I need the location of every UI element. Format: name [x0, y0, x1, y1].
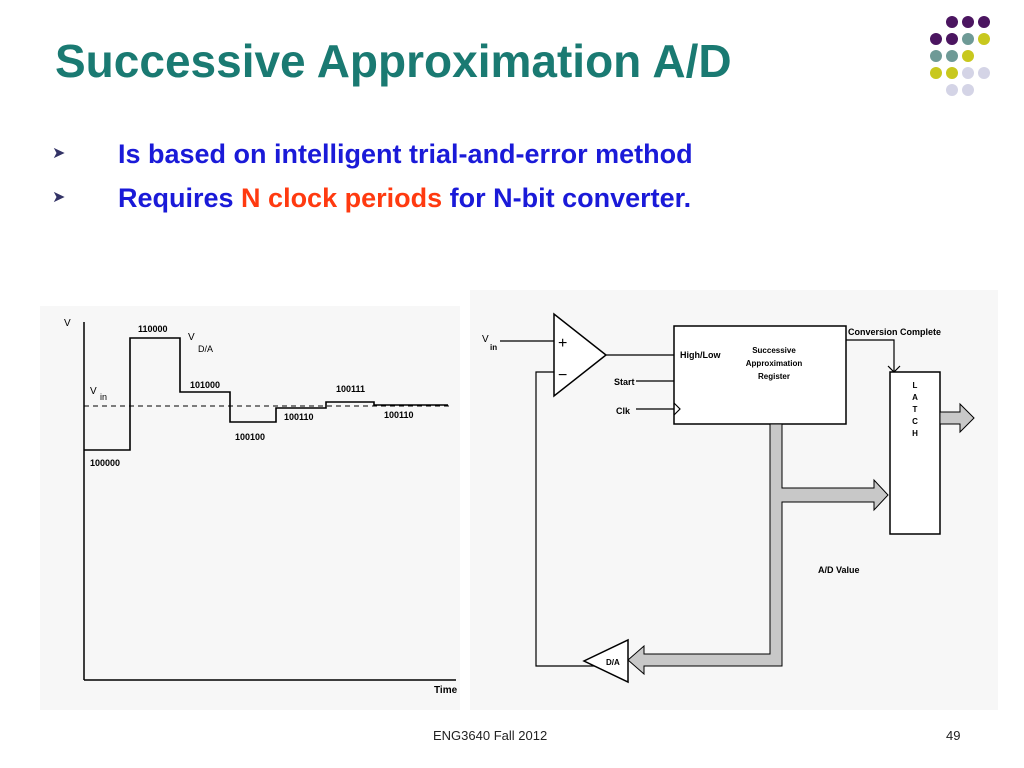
conversion-complete-label: Conversion Complete [848, 327, 941, 337]
latch-letter: A [912, 393, 918, 402]
step-label: 101000 [190, 380, 220, 390]
bullet-arrow-icon: ➤ [52, 145, 66, 162]
decorative-dot [946, 16, 958, 28]
bullet-text: Requires N clock periods for N-bit conve… [118, 176, 691, 220]
block-diagram: + − V in High/Low Successive Approximati… [470, 290, 998, 710]
decorative-dot [962, 33, 974, 45]
latch-letter: L [913, 381, 918, 390]
decorative-dot [946, 33, 958, 45]
comparator-plus: + [558, 335, 567, 352]
bullet-arrow-icon: ➤ [52, 189, 66, 206]
vin-subscript: in [100, 392, 107, 402]
comparator-minus: − [558, 367, 567, 384]
step-label: 100110 [384, 410, 414, 420]
decorative-dot [978, 16, 990, 28]
decorative-dot [962, 50, 974, 62]
sar-label-line2: Approximation [746, 359, 803, 368]
axis-label-v: V [64, 318, 71, 329]
dac-label: D/A [606, 658, 620, 667]
comparator-symbol [553, 312, 608, 398]
latch-letter: C [912, 417, 918, 426]
dac-output-staircase [84, 337, 448, 451]
decorative-dot [946, 67, 958, 79]
step-label: 100100 [235, 432, 265, 442]
conversion-complete-wire [846, 339, 895, 372]
vin-input-label: V [482, 334, 489, 345]
vda-subscript: D/A [198, 344, 213, 354]
sar-label-line1: Successive [752, 346, 796, 355]
bullet-text: Is based on intelligent trial-and-error … [118, 132, 693, 176]
decorative-dot [962, 67, 974, 79]
decorative-dot [930, 50, 942, 62]
start-label: Start [614, 377, 635, 387]
bullet-text-part: Is based on intelligent trial-and-error … [118, 139, 693, 169]
slide-number: 49 [946, 728, 961, 743]
vda-label: V [188, 332, 195, 343]
decorative-dot [962, 84, 974, 96]
footer-course: ENG3640 Fall 2012 [433, 728, 548, 743]
step-label: 100110 [284, 412, 314, 422]
clk-edge-marker-icon [673, 402, 681, 416]
step-label: 100000 [90, 458, 120, 468]
sar-block [673, 325, 847, 425]
decorative-dot [962, 16, 974, 28]
bullet-text-part: Requires [118, 183, 242, 213]
step-label: 100111 [336, 384, 365, 394]
step-label: 110000 [138, 324, 168, 334]
ad-value-label: A/D Value [818, 565, 860, 575]
decorative-dot [946, 84, 958, 96]
dac-block [582, 638, 629, 684]
latch-output-bus-arrow [939, 402, 975, 434]
vin-label: V [90, 386, 97, 397]
latch-block [889, 371, 941, 535]
feedback-wire [535, 371, 600, 667]
decorative-dot [946, 50, 958, 62]
high-low-label: High/Low [680, 350, 721, 360]
decorative-dot [978, 67, 990, 79]
latch-letter: T [913, 405, 918, 414]
vin-input-subscript: in [490, 343, 497, 352]
decorative-dot [930, 33, 942, 45]
latch-letter: H [912, 429, 918, 438]
clk-label: Clk [616, 406, 631, 416]
decorative-dot [978, 33, 990, 45]
waveform-figure: V Time V in V D/A 100000 110000 101000 1… [40, 306, 460, 710]
bullet-text-highlight: N clock periods [241, 183, 443, 213]
decorative-dot [930, 67, 942, 79]
sar-output-bus [627, 423, 889, 676]
axis-label-time: Time [434, 685, 458, 696]
sar-label-line3: Register [758, 372, 790, 381]
slide-title: Successive Approximation A/D [55, 35, 732, 87]
bullet-text-part: for N-bit converter. [442, 183, 692, 213]
